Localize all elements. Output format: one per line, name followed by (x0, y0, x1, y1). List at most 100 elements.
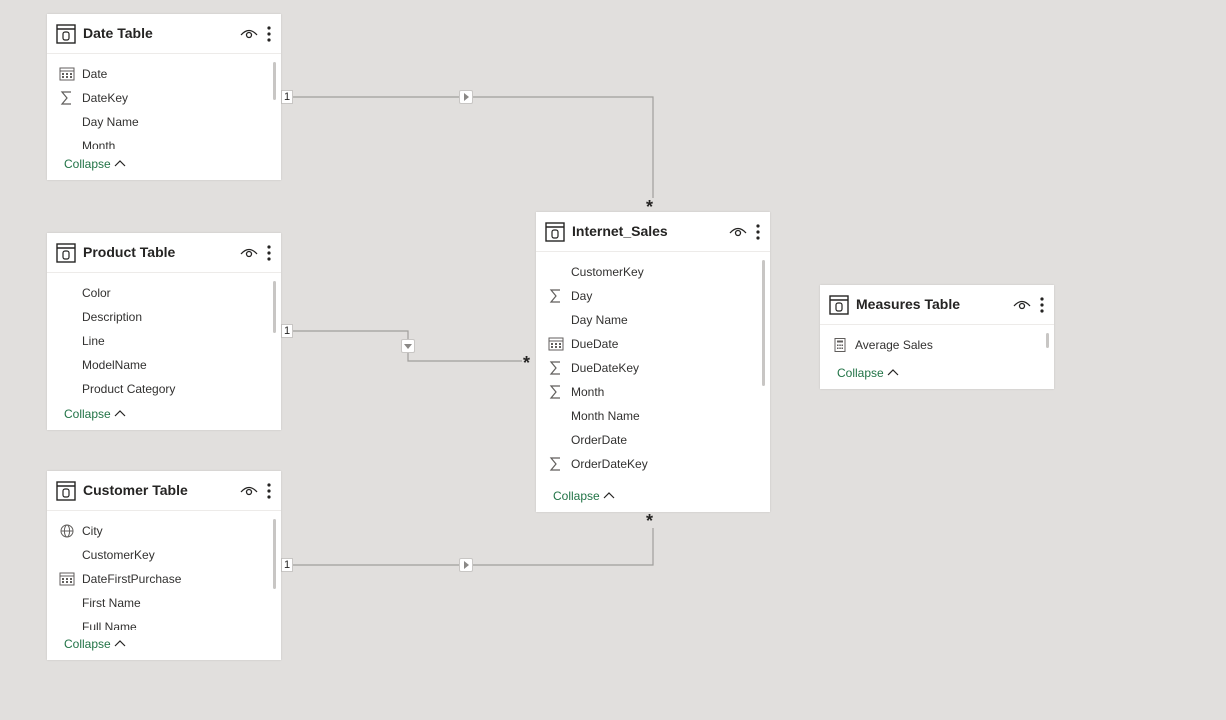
field-label: OrderDate (571, 433, 628, 447)
more-options-icon[interactable] (1039, 296, 1045, 314)
field-label: OrderDateKey (571, 457, 648, 471)
field-list: City CustomerKey DateFirstPurchase First… (47, 521, 281, 630)
visibility-eye-icon[interactable] (1013, 297, 1031, 311)
field-label: Month (571, 385, 605, 399)
scrollbar-thumb[interactable] (273, 62, 276, 100)
chevron-up-icon (114, 410, 126, 417)
scrollbar-thumb[interactable] (273, 519, 276, 589)
field-label: Product Category (82, 382, 176, 396)
field-list: CustomerKey Day Day Name DueDate DueDate… (536, 262, 770, 478)
visibility-eye-icon[interactable] (240, 245, 258, 259)
calendar-icon (59, 67, 75, 81)
scrollbar-thumb[interactable] (1046, 333, 1049, 348)
cardinality-one-label: 1 (281, 324, 294, 338)
collapse-label: Collapse (553, 489, 600, 503)
calendar-icon (548, 337, 564, 351)
field-label: First Name (82, 596, 141, 610)
field-label: Month (82, 139, 116, 149)
table-title: Customer Table (83, 482, 188, 498)
table-icon (56, 243, 76, 263)
calendar-icon (59, 572, 75, 586)
visibility-eye-icon[interactable] (240, 26, 258, 40)
collapse-button[interactable]: Collapse (64, 157, 126, 171)
field-label: DateKey (82, 91, 129, 105)
table-title: Product Table (83, 244, 176, 260)
collapse-label: Collapse (64, 157, 111, 171)
table-card-customer[interactable]: Customer Table City CustomerKey DateFirs… (47, 471, 281, 660)
scrollbar-thumb[interactable] (273, 281, 276, 333)
field-label: DueDateKey (571, 361, 640, 375)
scrollbar-thumb[interactable] (762, 260, 765, 386)
sigma-icon (549, 385, 560, 399)
field-label: DueDate (571, 337, 619, 351)
field-label: City (82, 524, 103, 538)
table-card-product[interactable]: Product Table Color Description Line Mod… (47, 233, 281, 430)
field-list: Date DateKey Day Name Month (47, 64, 281, 149)
field-label: CustomerKey (82, 548, 155, 562)
field-label: DateFirstPurchase (82, 572, 182, 586)
table-title: Internet_Sales (572, 223, 668, 239)
filter-direction-right-icon[interactable] (459, 558, 473, 572)
cardinality-many-label: * (523, 353, 531, 373)
table-card-date[interactable]: Date Table Date DateKey Day Name Month C… (47, 14, 281, 180)
chevron-up-icon (603, 492, 615, 499)
sigma-icon (549, 457, 560, 471)
calculator-icon (834, 338, 846, 352)
field-label: Date (82, 67, 108, 81)
relationship-line-customer-sales[interactable] (281, 528, 654, 566)
relationship-line-date-sales[interactable] (281, 96, 654, 198)
field-list: Average Sales (820, 335, 1054, 357)
table-card-header[interactable]: Internet_Sales (536, 212, 770, 252)
collapse-button[interactable]: Collapse (64, 637, 126, 651)
table-title: Measures Table (856, 296, 961, 312)
table-icon (56, 24, 76, 44)
filter-direction-down-icon[interactable] (401, 339, 415, 353)
table-card-header[interactable]: Date Table (47, 14, 281, 54)
table-card-header[interactable]: Product Table (47, 233, 281, 273)
field-label: Day (571, 289, 593, 303)
cardinality-one-label: 1 (281, 90, 294, 104)
visibility-eye-icon[interactable] (729, 224, 747, 238)
cardinality-many-label: * (646, 511, 654, 531)
field-label: Day Name (571, 313, 628, 327)
table-card-measures[interactable]: Measures Table Average Sales Collapse (820, 285, 1054, 389)
table-card-header[interactable]: Customer Table (47, 471, 281, 511)
field-label: Description (82, 310, 143, 324)
collapse-button[interactable]: Collapse (64, 407, 126, 421)
chevron-up-icon (114, 160, 126, 167)
chevron-up-icon (887, 369, 899, 376)
field-label: Color (82, 286, 111, 300)
field-label: CustomerKey (571, 265, 644, 279)
collapse-label: Collapse (837, 366, 884, 380)
collapse-button[interactable]: Collapse (837, 366, 899, 380)
sigma-icon (60, 91, 71, 105)
table-icon (545, 222, 565, 242)
cardinality-one-label: 1 (281, 558, 294, 572)
more-options-icon[interactable] (266, 25, 272, 43)
chevron-up-icon (114, 640, 126, 647)
more-options-icon[interactable] (755, 223, 761, 241)
collapse-label: Collapse (64, 637, 111, 651)
more-options-icon[interactable] (266, 244, 272, 262)
collapse-button[interactable]: Collapse (553, 489, 615, 503)
field-label: Day Name (82, 115, 139, 129)
filter-direction-right-icon[interactable] (459, 90, 473, 104)
field-label: Line (82, 334, 105, 348)
table-icon (56, 481, 76, 501)
table-icon (829, 295, 849, 315)
cardinality-many-label: * (646, 197, 654, 217)
field-label: Average Sales (855, 338, 933, 352)
field-list: Color Description Line ModelName Product… (47, 283, 281, 403)
visibility-eye-icon[interactable] (240, 483, 258, 497)
globe-icon (60, 524, 74, 538)
table-card-internet-sales[interactable]: Internet_Sales CustomerKey Day Day Name … (536, 212, 770, 512)
sigma-icon (549, 361, 560, 375)
field-label: Month Name (571, 409, 640, 423)
field-label: Full Name (82, 620, 137, 630)
more-options-icon[interactable] (266, 482, 272, 500)
sigma-icon (549, 289, 560, 303)
field-label: ModelName (82, 358, 147, 372)
collapse-label: Collapse (64, 407, 111, 421)
table-card-header[interactable]: Measures Table (820, 285, 1054, 325)
table-title: Date Table (83, 25, 153, 41)
